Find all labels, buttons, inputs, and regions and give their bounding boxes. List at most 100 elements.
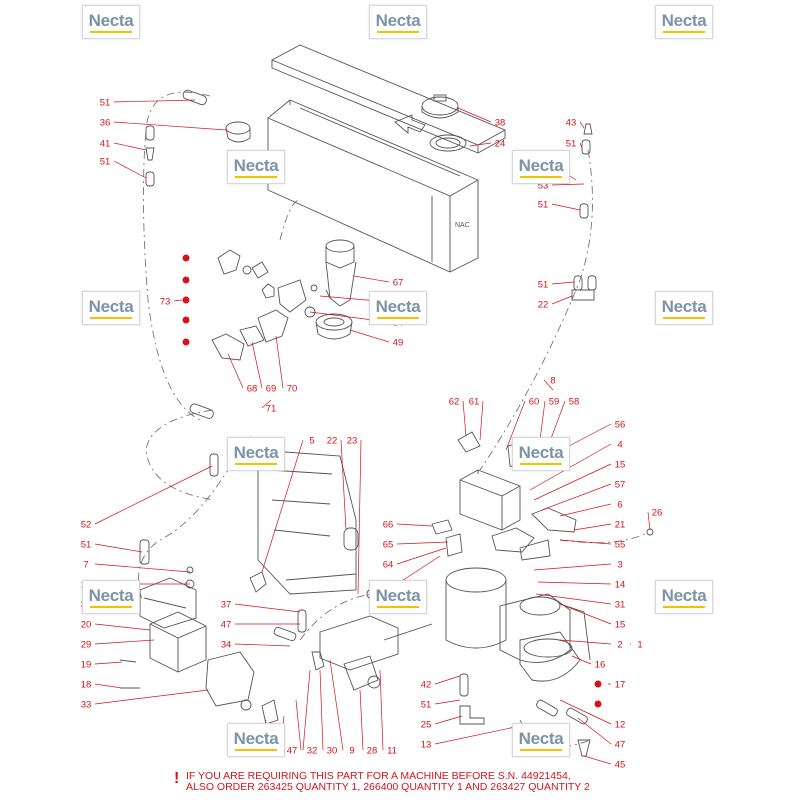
leader-line-c5	[261, 439, 304, 573]
flowmeter	[319, 615, 433, 691]
leader-line-c47b	[295, 699, 302, 751]
dispensing-spout	[325, 239, 357, 307]
canister-cap	[421, 94, 459, 119]
leader-line-c26	[647, 511, 651, 531]
leader-line-c32	[302, 669, 311, 751]
cover-plates	[211, 309, 289, 361]
leader-line-c69	[251, 341, 263, 389]
callout-c52b: 52	[81, 520, 92, 531]
leader-line-c51f	[94, 543, 143, 553]
callout-c59: 59	[549, 397, 560, 408]
leader-line-c55	[559, 539, 612, 545]
callout-labels: 5136415138244351525351512273677254496869…	[81, 98, 663, 771]
callout-dot-icon	[594, 700, 602, 708]
leader-line-c62	[462, 400, 467, 437]
canister-body: NAC	[267, 99, 479, 273]
callout-c64: 64	[383, 560, 394, 571]
callout-c4: 4	[617, 440, 622, 451]
callout-c37: 37	[221, 600, 232, 611]
leader-line-c19	[94, 661, 123, 665]
dosing-small-parts	[217, 249, 318, 318]
callout-c26: 26	[652, 508, 663, 519]
callout-c25: 25	[421, 720, 432, 731]
leader-line-c25	[434, 715, 463, 725]
callout-c31: 31	[615, 600, 626, 611]
callout-c51c: 51	[566, 139, 577, 150]
leader-line-c59	[539, 400, 546, 441]
leader-line-c51d	[551, 203, 581, 211]
callout-c20: 20	[81, 620, 92, 631]
svg-text:NAC: NAC	[455, 222, 470, 229]
leader-line-c15a	[533, 463, 612, 501]
callout-c51d: 51	[538, 200, 549, 211]
callout-c55: 55	[615, 540, 626, 551]
leader-line-c67	[353, 275, 390, 283]
callout-c21: 21	[615, 520, 626, 531]
leader-line-c47c	[577, 717, 612, 745]
necta-watermark: Necta	[82, 291, 140, 325]
leader-line-c21	[573, 523, 612, 531]
callout-c42: 42	[421, 680, 432, 691]
leader-line-c73	[173, 299, 183, 302]
callout-c73: 73	[160, 297, 171, 308]
leader-line-c63	[396, 555, 441, 585]
necta-watermark: Necta	[227, 723, 285, 757]
leader-line-c64	[396, 547, 447, 565]
callout-c16: 16	[595, 660, 606, 671]
leader-line-c7	[94, 563, 191, 573]
callout-c49: 49	[393, 338, 404, 349]
leader-line-c51e	[551, 281, 575, 285]
leader-line-c60	[505, 400, 526, 451]
callout-c58a: 58	[569, 397, 580, 408]
leader-line-c4	[529, 443, 612, 491]
necta-watermark: Necta	[655, 5, 713, 39]
leader-line-c15b	[559, 603, 612, 625]
callout-c51g: 51	[421, 700, 432, 711]
leader-line-c45	[583, 755, 612, 765]
leader-line-c3	[533, 563, 612, 571]
callout-c5: 5	[309, 436, 314, 447]
leader-line-c28	[359, 689, 364, 751]
leader-line-c12	[559, 699, 612, 725]
necta-watermark: Necta	[227, 150, 285, 184]
callout-c12: 12	[615, 720, 626, 731]
callout-dot-icon	[182, 296, 190, 304]
leader-line-c66	[396, 523, 433, 527]
callout-c24: 24	[495, 139, 506, 150]
callout-c32: 32	[307, 746, 318, 757]
leader-line-c9	[329, 659, 344, 751]
leader-line-c22b	[340, 439, 347, 531]
pump-bracket	[139, 566, 197, 629]
callout-dot-icon	[594, 680, 602, 688]
canister-lid	[270, 44, 507, 154]
necta-watermark: Necta	[369, 580, 427, 614]
leader-line-c33	[94, 689, 209, 705]
order-note-line-1: IF YOU ARE REQUIRING THIS PART FOR A MAC…	[186, 770, 571, 782]
necta-watermark: Necta	[655, 580, 713, 614]
leader-line-c53	[551, 183, 585, 186]
callout-c22a: 22	[538, 300, 549, 311]
callout-c61: 61	[469, 397, 480, 408]
leader-line-c14	[537, 581, 612, 585]
callout-c53: 53	[538, 181, 549, 192]
callout-c57: 57	[615, 480, 626, 491]
callout-dot-icon	[182, 276, 190, 284]
leader-line-c6	[559, 503, 612, 517]
leader-line-c52b	[94, 465, 213, 525]
callout-c71: 71	[266, 404, 277, 415]
leader-line-c61	[479, 400, 484, 441]
callout-c51f: 51	[81, 540, 92, 551]
leader-line-c65	[396, 541, 449, 545]
leader-line-c51a	[113, 99, 196, 103]
component-drawings: NAC	[119, 44, 654, 757]
callout-c29: 29	[81, 640, 92, 651]
necta-watermark: Necta	[369, 5, 427, 39]
callout-c3: 3	[617, 560, 622, 571]
leader-line-c2	[559, 639, 612, 645]
callout-c17: 17	[615, 680, 626, 691]
leader-line-c38	[457, 107, 492, 123]
necta-watermark: Necta	[512, 437, 570, 471]
callout-c13: 13	[421, 740, 432, 751]
callout-c1: 1	[637, 640, 642, 651]
boiler	[445, 567, 591, 682]
